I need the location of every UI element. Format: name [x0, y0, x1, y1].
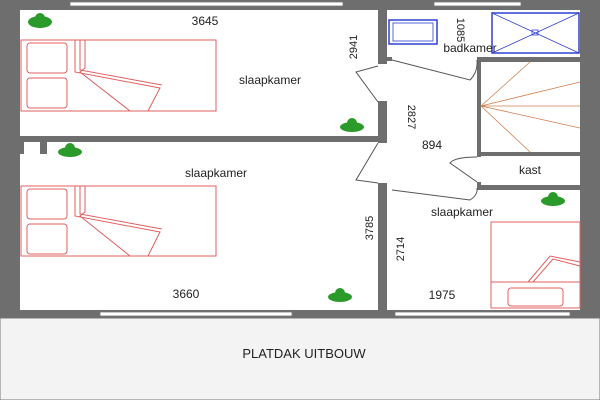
bedroom-right-label: slaapkamer	[431, 205, 493, 219]
plant-icon	[28, 13, 52, 28]
staircase[interactable]	[480, 61, 581, 153]
hallway-width: 894	[422, 138, 442, 152]
bed-top	[20, 39, 217, 112]
bedroom-right-depth: 2714	[395, 237, 407, 261]
shower-icon	[491, 12, 580, 54]
shaft	[24, 142, 40, 152]
plant-icon	[328, 288, 352, 302]
bathroom-label: badkamer	[443, 41, 496, 55]
bedroom-middle-width: 3660	[173, 287, 200, 301]
bathroom-dim: 1085	[454, 18, 466, 42]
bedroom-middle-label: slaapkamer	[185, 166, 247, 180]
bedroom-top-width: 3645	[192, 14, 219, 28]
plant-icon	[340, 118, 364, 132]
closet-label: kast	[519, 163, 542, 177]
bed-right	[490, 221, 581, 309]
plants	[28, 13, 565, 302]
doors[interactable]	[355, 59, 478, 201]
bedroom-right-width: 1975	[429, 288, 456, 302]
bedroom-top-label: slaapkamer	[239, 73, 301, 87]
bedroom-top-depth: 2941	[348, 35, 360, 59]
sink-icon	[388, 19, 438, 45]
bedroom-middle-depth: 3785	[364, 216, 376, 240]
plant-icon	[58, 143, 82, 157]
walls	[0, 0, 600, 318]
bathroom-fixtures	[388, 12, 580, 54]
plant-icon	[541, 192, 565, 206]
roof-label: PLATDAK UITBOUW	[242, 346, 366, 361]
windows[interactable]	[69, 1, 571, 317]
bed-middle	[20, 185, 217, 257]
hallway-length: 2827	[405, 105, 417, 129]
